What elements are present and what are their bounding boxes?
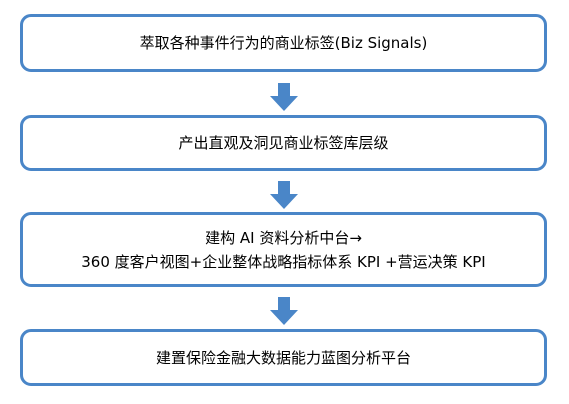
arrow-down-icon [270, 297, 298, 325]
step-box-3: 建构 AI 资料分析中台→ 360 度客户视图+企业整体战略指标体系 KPI +… [20, 212, 547, 287]
step-2-text: 产出直观及洞见商业标签库层级 [178, 134, 389, 152]
arrow-down-icon [270, 181, 298, 209]
step-3-text-line-2: 360 度客户视图+企业整体战略指标体系 KPI +营运决策 KPI [81, 252, 486, 271]
step-box-1: 萃取各种事件行为的商业标签(Biz Signals) [20, 14, 547, 72]
step-4-text: 建置保险金融大数据能力蓝图分析平台 [155, 348, 411, 367]
step-3-text-line-1: 建构 AI 资料分析中台→ [205, 228, 362, 247]
step-1-text: 萃取各种事件行为的商业标签(Biz Signals) [139, 34, 428, 52]
step-box-4: 建置保险金融大数据能力蓝图分析平台 [20, 329, 547, 386]
arrow-down-icon [270, 83, 298, 111]
step-box-2: 产出直观及洞见商业标签库层级 [20, 115, 547, 171]
